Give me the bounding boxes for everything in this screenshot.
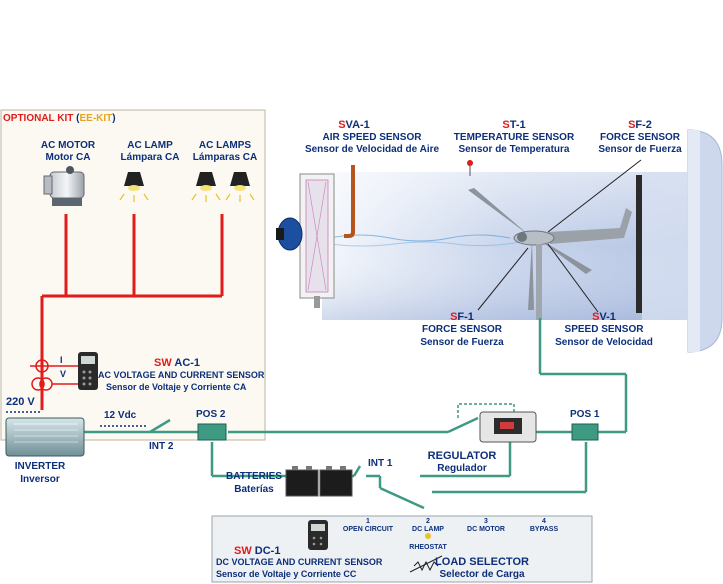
load-pos-3-label: DC MOTOR [467,526,505,533]
ac-lamp-label: AC LAMP [127,140,173,151]
sva1-subtitle: Sensor de Velocidad de Aire [304,144,440,155]
pos1-connector [571,423,599,441]
sva1-title: AIR SPEED SENSOR [322,132,422,143]
load-pos-2-num: 2 [426,518,430,525]
inverter-label: INVERTER [14,461,66,472]
int2-switch [149,418,171,434]
dc-wiring [84,318,628,510]
pitot-tube [344,165,355,238]
sw-ac1-subtitle: Sensor de Voltaje y Corriente CA [106,382,247,392]
pos1-label: POS 1 [570,409,600,420]
load-pos-4-num: 4 [542,518,546,525]
ac-lamp-label-es: Lámpara CA [120,152,180,163]
current-symbol: I [60,355,63,365]
batteries-label-es: Baterías [234,484,274,495]
sf1-code: SF-1 [450,311,474,323]
optional-kit-title: OPTIONAL KIT (EE-KIT) [3,113,116,124]
sv1-code: SV-1 [592,311,616,323]
dc-multimeter [308,520,328,550]
voltage-symbol: V [60,369,67,379]
sensor-leader-lines [477,159,642,313]
ac-motor-label-es: Motor CA [45,152,91,163]
pos2-label: POS 2 [196,409,226,420]
load-selector-panel [211,515,593,583]
ac-multimeter [78,352,98,390]
st1-code: ST-1 [502,119,526,131]
sw-ac1-title: AC VOLTAGE AND CURRENT SENSOR [98,370,265,380]
sv1-title: SPEED SENSOR [564,324,644,335]
sva1-code: SVA-1 [338,119,370,131]
load-pos-1-label: OPEN CIRCUIT [342,526,394,533]
sv1-subtitle: Sensor de Velocidad [555,337,653,348]
ac-lamps-device [191,172,255,202]
sf2-title: FORCE SENSOR [599,132,681,143]
ac-lamps-label-es: Lámparas CA [192,152,258,163]
load-pos-4-label: BYPASS [529,526,559,533]
load-pos-2-label: DC LAMP [412,526,444,533]
load-selector-label: LOAD SELECTOR [435,556,529,568]
int2-label: INT 2 [149,441,174,452]
int1-label: INT 1 [368,458,393,469]
sf1-title: FORCE SENSOR [421,324,503,335]
inverter-label-es: Inversor [20,474,60,485]
inverter-device [5,417,85,457]
rheostat-label: RHEOSTAT [409,544,447,551]
regulator-label-es: Regulador [437,463,487,474]
batteries-label: BATTERIES [226,471,282,482]
temperature-probe [467,160,473,176]
regulator-dashed-loop [457,403,515,418]
ac-sensor-symbols [30,359,78,391]
wind-tunnel [322,129,723,353]
sw-ac1-code: SW AC-1 [154,357,201,369]
rheostat-symbol [409,533,443,573]
ac-wiring [40,214,224,410]
sf1-subtitle: Sensor de Fuerza [420,337,504,348]
ac-motor-label: AC MOTOR [40,140,96,151]
sw-dc1-subtitle: Sensor de Voltaje y Corriente CC [216,569,357,579]
batteries-device [285,466,353,497]
voltage-220-label: 220 V [6,396,35,408]
st1-subtitle: Sensor de Temperatura [458,144,570,155]
ac-lamps-label: AC LAMPS [198,140,252,151]
sw-dc1-title: DC VOLTAGE AND CURRENT SENSOR [216,557,383,567]
voltage-12vdc-label: 12 Vdc [104,410,137,421]
ac-motor-device [43,166,85,206]
air-speed-sensor-frame [276,173,335,308]
regulator-device [479,411,537,443]
load-pos-3-num: 3 [484,518,488,525]
sf2-subtitle: Sensor de Fuerza [598,144,682,155]
ac-lamp-device [119,172,149,202]
st1-title: TEMPERATURE SENSOR [453,132,575,143]
pos2-connector [197,423,227,441]
load-pos-1-num: 1 [366,518,370,525]
regulator-label: REGULATOR [427,450,497,462]
sf2-code: SF-2 [628,119,652,131]
sw-dc1-code: SW DC-1 [234,545,281,557]
load-selector-label-es: Selector de Carga [439,569,525,580]
